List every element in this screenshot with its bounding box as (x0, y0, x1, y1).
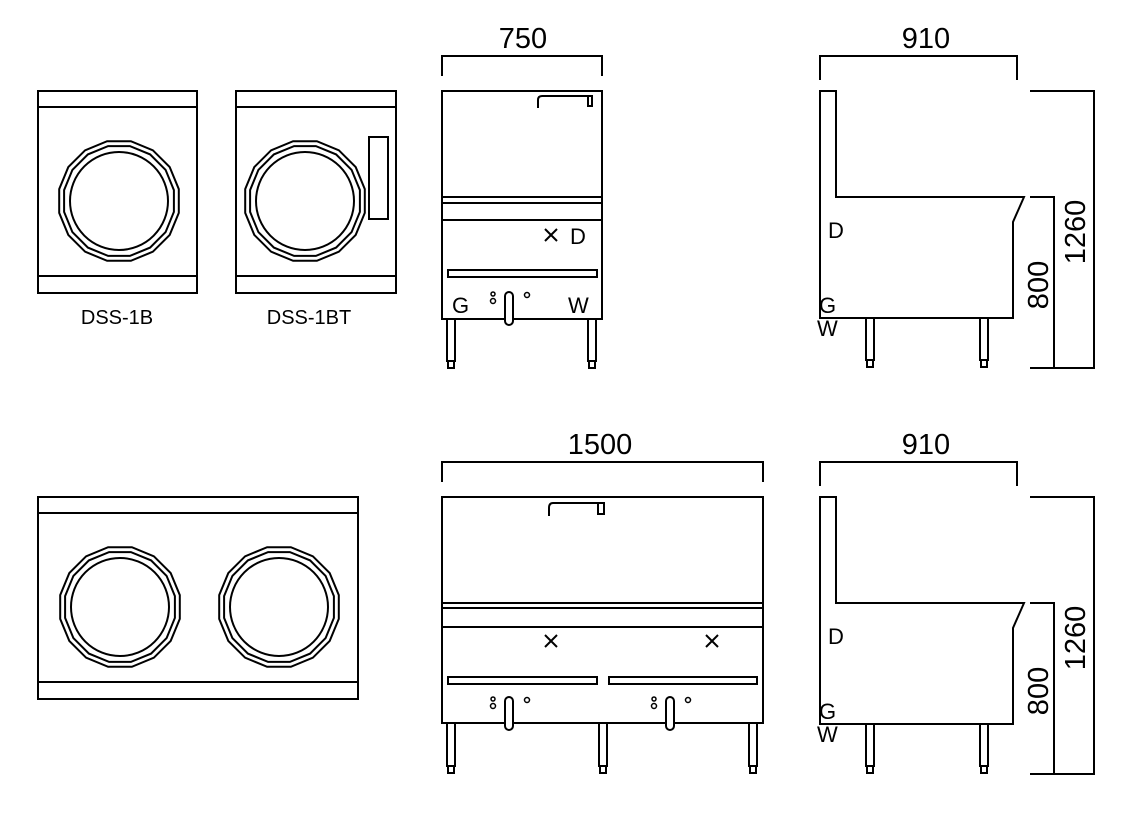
front-view-single: 750 D G W (441, 23, 603, 369)
drain-cross-icon (544, 228, 558, 242)
drain-label: D (828, 218, 844, 243)
leg (446, 318, 456, 369)
gas-label: G (452, 293, 469, 318)
total-height-dimension: 1260 (1060, 200, 1092, 265)
depth-dimension: 910 (902, 429, 950, 461)
counter-height-dimension: 800 (1023, 667, 1055, 715)
control-knob (665, 696, 675, 731)
water-label: W (817, 722, 838, 747)
control-knob (504, 291, 514, 326)
water-label: W (817, 316, 838, 341)
wok-ring-icon (58, 140, 180, 262)
leg (446, 722, 456, 774)
gas-label: G (819, 293, 836, 318)
faucet-icon (548, 502, 605, 516)
leg (598, 722, 608, 774)
plan-view-dss-1bt: DSS-1BT (235, 90, 397, 329)
drain-label: D (570, 224, 586, 249)
width-dimension: 750 (499, 23, 547, 55)
plan-view-double (37, 496, 359, 700)
model-label: DSS-1B (81, 307, 153, 329)
control-knob (504, 696, 514, 731)
front-view-double: 1500 (441, 429, 764, 774)
depth-dimension: 910 (902, 23, 950, 55)
wok-ring-icon (218, 546, 340, 668)
water-label: W (568, 293, 589, 318)
drain-label: D (828, 624, 844, 649)
leg (587, 318, 597, 369)
counter-height-dimension: 800 (1023, 261, 1055, 309)
side-tray (368, 136, 389, 220)
gas-label: G (819, 699, 836, 724)
faucet-icon (537, 95, 593, 108)
total-height-dimension: 1260 (1060, 606, 1092, 671)
drain-cross-icon (544, 634, 558, 648)
wok-ring-icon (59, 546, 181, 668)
side-view-single: 910 D G W 1260 800 (817, 23, 1095, 369)
plan-view-dss-1b: DSS-1B (37, 90, 198, 329)
side-view-double: 910 D G W 1260 800 (817, 429, 1095, 775)
wok-ring-icon (244, 140, 366, 262)
model-label: DSS-1BT (267, 307, 351, 329)
leg (748, 722, 758, 774)
width-dimension: 1500 (568, 429, 633, 461)
drain-cross-icon (705, 634, 719, 648)
